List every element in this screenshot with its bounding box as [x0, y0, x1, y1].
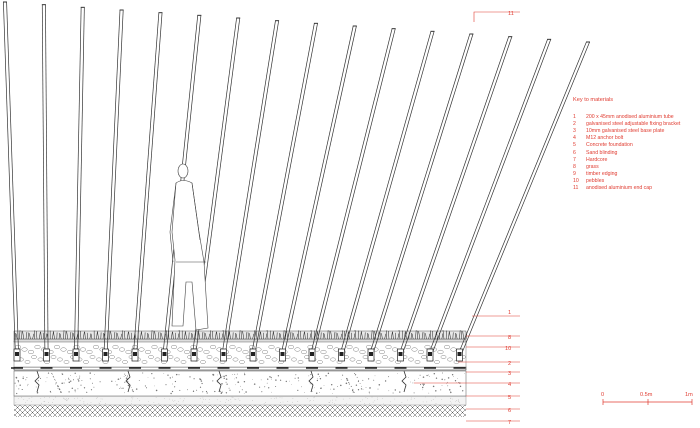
legend-item: 6 Sand blinding: [573, 150, 697, 157]
aluminium-tube: [247, 22, 318, 369]
aluminium-tube: [306, 28, 396, 369]
scale-label-1m: 1m: [685, 392, 693, 398]
legend-item-number: 7: [573, 156, 576, 163]
legend-item-label: timber edging: [586, 170, 618, 177]
legend-item-number: 9: [573, 170, 576, 177]
callout-10: 10: [505, 346, 511, 352]
scale-label-half: 0.5m: [640, 392, 653, 398]
callout-8: 8: [508, 335, 511, 341]
legend-item-label: Hardcore: [586, 156, 608, 163]
legend-item-number: 1: [573, 114, 576, 121]
aluminium-tube: [3, 1, 23, 369]
callout-3: 3: [508, 371, 511, 377]
legend-item-number: 5: [573, 142, 576, 149]
anchor-bolt: [401, 370, 407, 393]
legend-item-label: Concrete foundation: [586, 142, 633, 149]
legend-item-label: galvanised steel adjustable fixing brack…: [586, 121, 681, 128]
callout-7: 7: [508, 420, 511, 426]
legend-item-label: Sand blinding: [586, 149, 618, 156]
legend-item: 9 timber edging: [573, 171, 697, 178]
anchor-bolt: [216, 370, 222, 393]
materials-key: Key to materials 1 200 x 45mm anodised al…: [573, 97, 697, 192]
timber-edging: [13, 338, 467, 343]
concrete-aggregate: [14, 372, 465, 405]
aluminium-tube: [335, 30, 435, 369]
callout-2: 2: [508, 361, 511, 367]
callout-1: 1: [508, 310, 511, 316]
legend-item-number: 6: [573, 149, 576, 156]
legend-item-number: 3: [573, 128, 576, 135]
anchor-bolt: [125, 370, 131, 393]
callout-4: 4: [508, 382, 511, 388]
materials-key-title: Key to materials: [573, 97, 614, 103]
aluminium-tube: [394, 36, 513, 369]
aluminium-tube: [129, 12, 163, 369]
aluminium-tube: [99, 9, 124, 369]
aluminium-tube: [365, 33, 474, 369]
grass-blades: [14, 329, 468, 340]
scale-bar: 0 0.5m 1m: [601, 392, 693, 405]
callout-6: 6: [508, 408, 511, 414]
callout-5: 5: [508, 395, 511, 401]
legend-item: 10 pebbles: [573, 178, 697, 185]
legend-item-label: pebbles: [586, 177, 605, 184]
aluminium-tube: [453, 41, 590, 369]
legend-item-number: 8: [573, 163, 576, 170]
aluminium-tube: [70, 6, 85, 369]
aluminium-tubes: [3, 1, 590, 369]
legend-item: 8 grass: [573, 164, 697, 171]
anchor-bolt: [34, 370, 40, 393]
legend-item: 3 10mm galvanised steel base plate: [573, 128, 697, 135]
legend-item: 1 200 x 45mm anodised aluminium tube: [573, 114, 697, 121]
person-figure-icon: [169, 163, 209, 331]
legend-item-label: 10mm galvanised steel base plate: [586, 128, 665, 135]
legend-item: 7 Hardcore: [573, 157, 697, 164]
legend-item-number: 11: [573, 185, 579, 192]
scale-label-0: 0: [601, 392, 604, 398]
legend-item: 11 anodised aluminium end cap: [573, 185, 697, 192]
legend-item-label: M12 anchor bolt: [586, 135, 624, 142]
legend-item-label: grass: [586, 163, 599, 170]
callout-leaders: [414, 11, 520, 422]
aluminium-tube: [276, 25, 357, 369]
legend-item-number: 4: [573, 135, 576, 142]
legend-item: 4 M12 anchor bolt: [573, 135, 697, 142]
legend-item-number: 10: [573, 177, 579, 184]
aluminium-tube: [40, 4, 53, 369]
ground-layers: [13, 329, 468, 417]
legend-item: 5 Concrete foundation: [573, 142, 697, 149]
aluminium-tube: [424, 38, 552, 369]
callout-11: 11: [508, 11, 514, 17]
anchor-bolts: [34, 370, 407, 393]
legend-item: 2 galvanised steel adjustable fixing brac…: [573, 121, 697, 128]
aluminium-tube: [217, 20, 280, 369]
hardcore-layer: [14, 405, 466, 417]
legend-item-label: 200 x 45mm anodised aluminium tube: [586, 114, 674, 121]
callout-numbers: 11 1 8 10 2 3 4 5 6 7: [505, 11, 514, 426]
anchor-bolt: [308, 370, 314, 393]
legend-item-label: anodised aluminium end cap: [586, 185, 653, 192]
legend-item-number: 2: [573, 121, 576, 128]
pebble-layer: [13, 340, 467, 368]
